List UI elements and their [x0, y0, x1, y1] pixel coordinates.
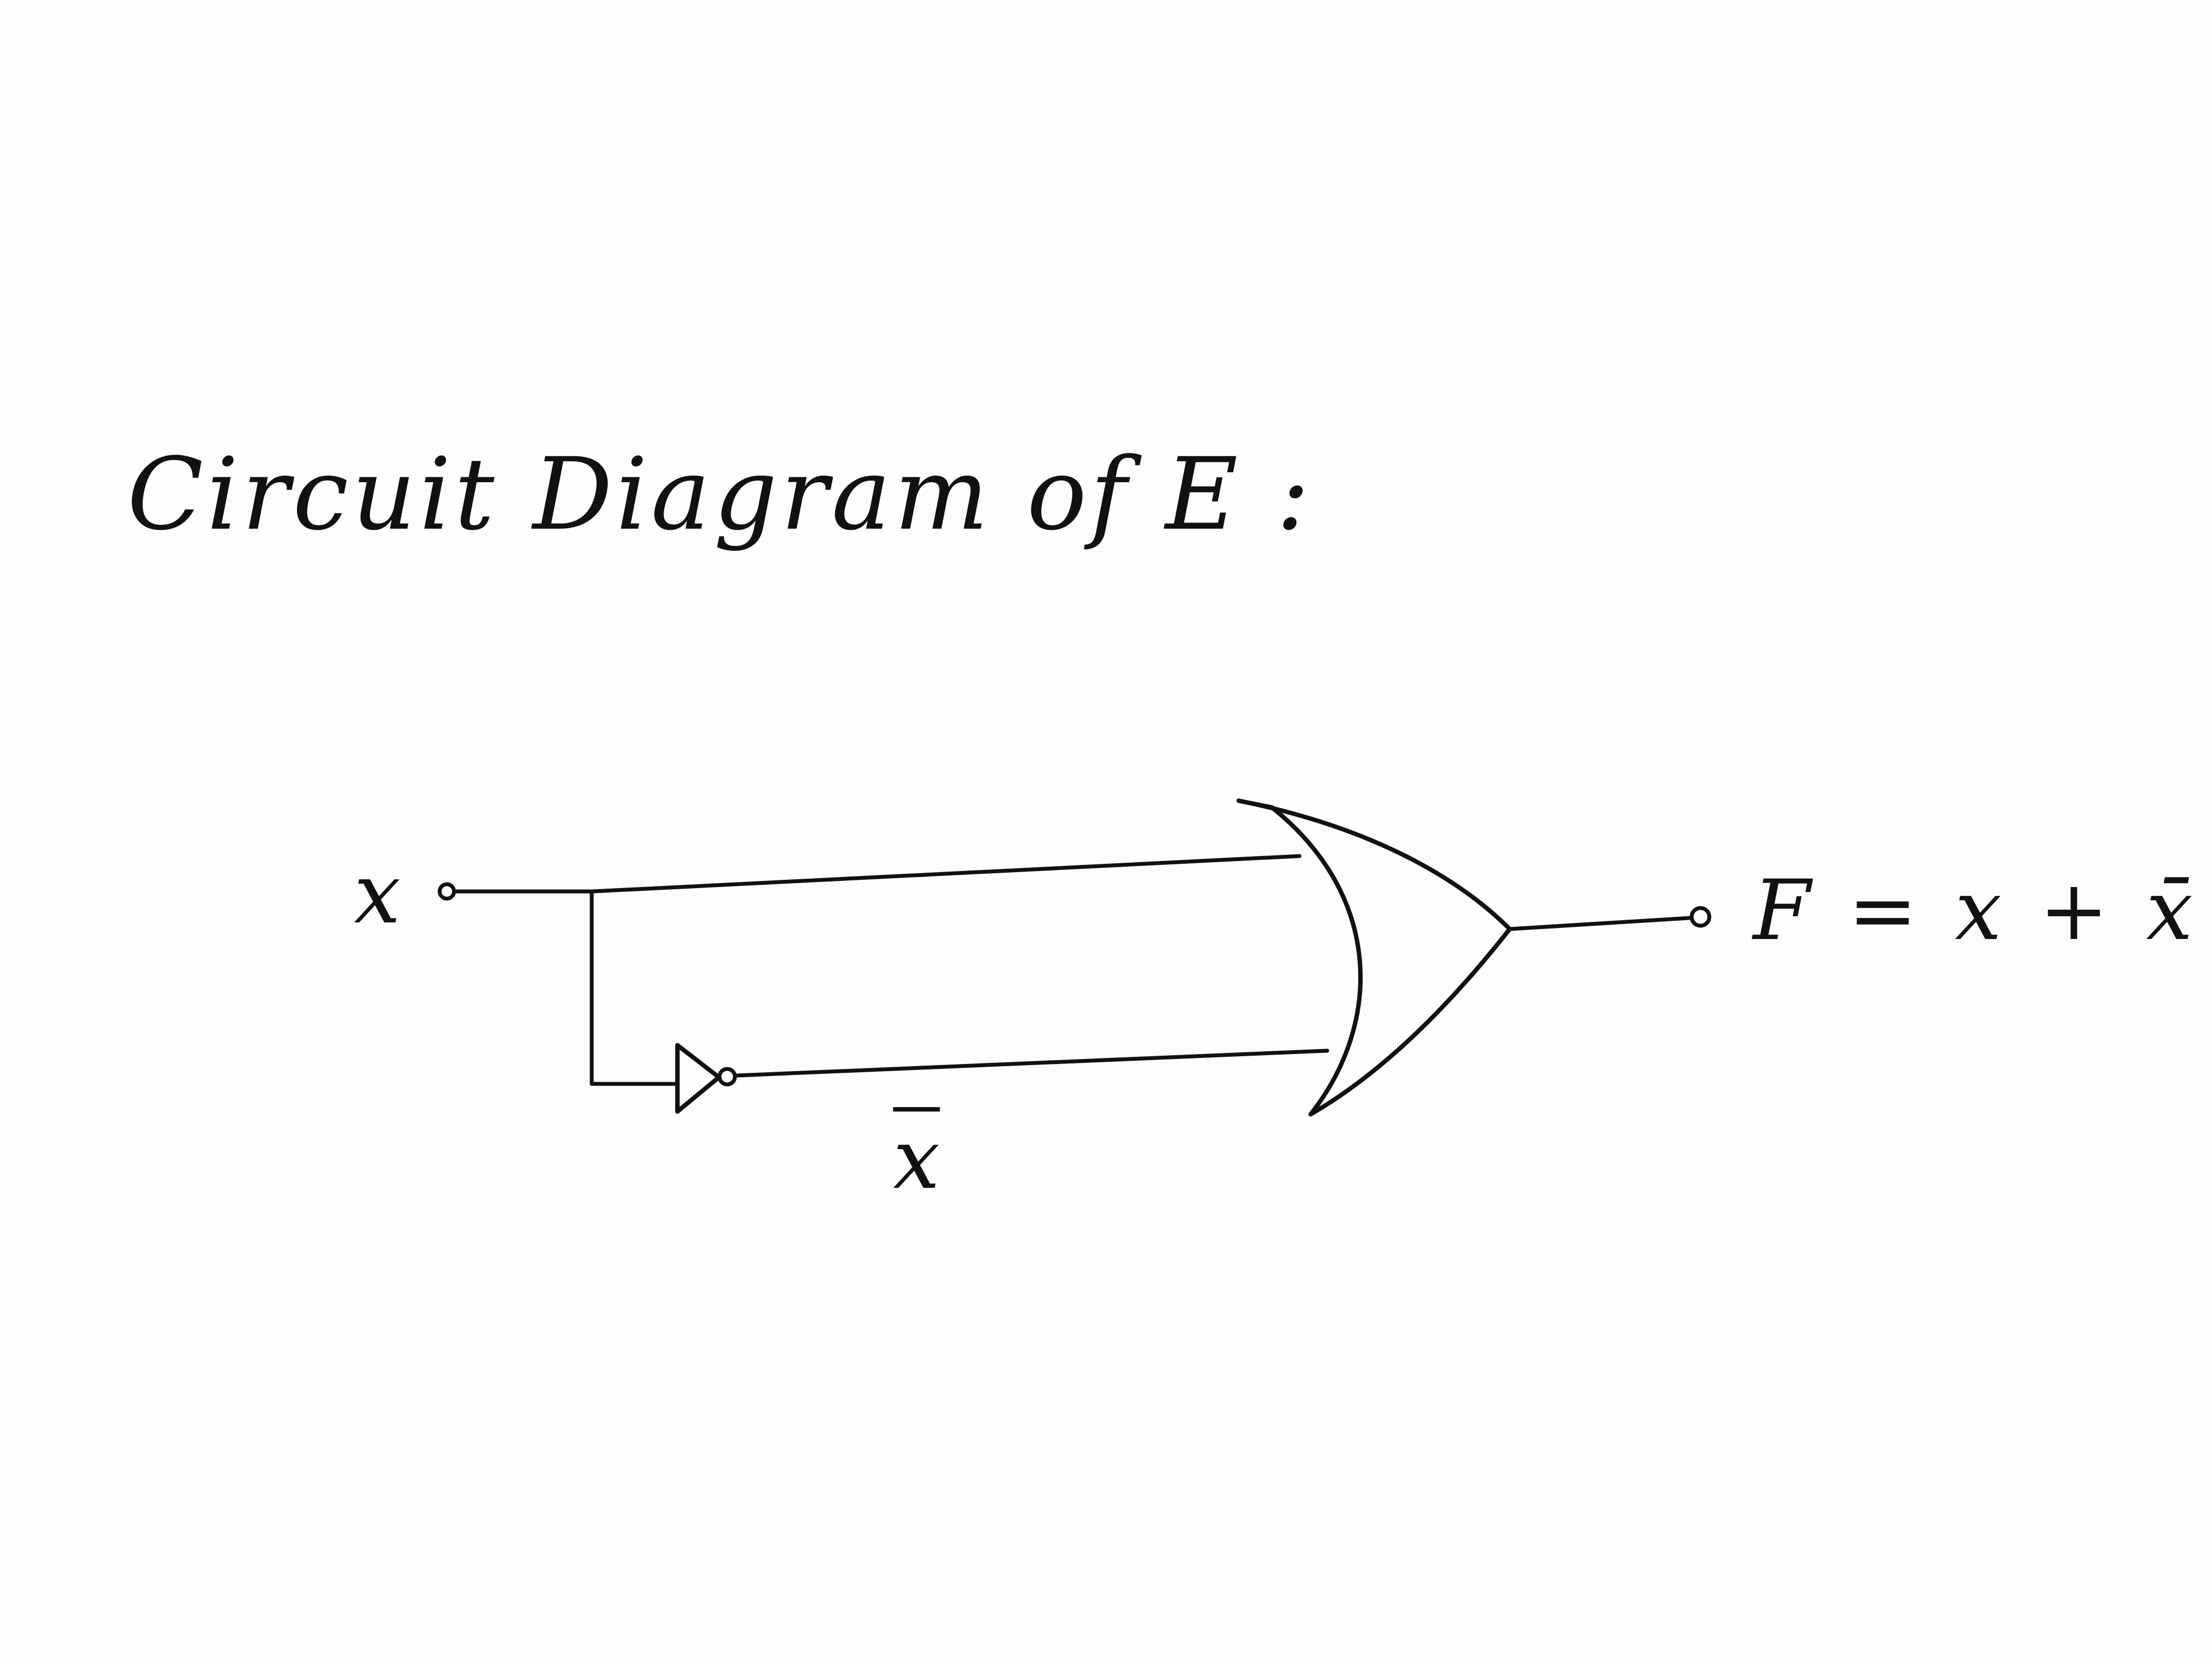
or-gate [1237, 799, 1512, 1117]
inverted-wire [733, 1048, 1329, 1078]
input-label: x [354, 846, 401, 942]
or-gate-top-flare [1237, 799, 1274, 810]
not-gate-bubble [717, 1067, 737, 1087]
input-terminal [437, 882, 456, 901]
inverted-label: x [893, 1112, 940, 1208]
branch-wire [589, 889, 680, 1086]
output-wire [1507, 916, 1692, 931]
output-expression: F = x + x̄ [1753, 863, 2199, 959]
output-terminal [1689, 906, 1712, 928]
diagram-title: Circuit Diagram of E : [127, 437, 1313, 552]
input-wire-x [448, 854, 1302, 894]
not-gate [675, 1043, 721, 1114]
